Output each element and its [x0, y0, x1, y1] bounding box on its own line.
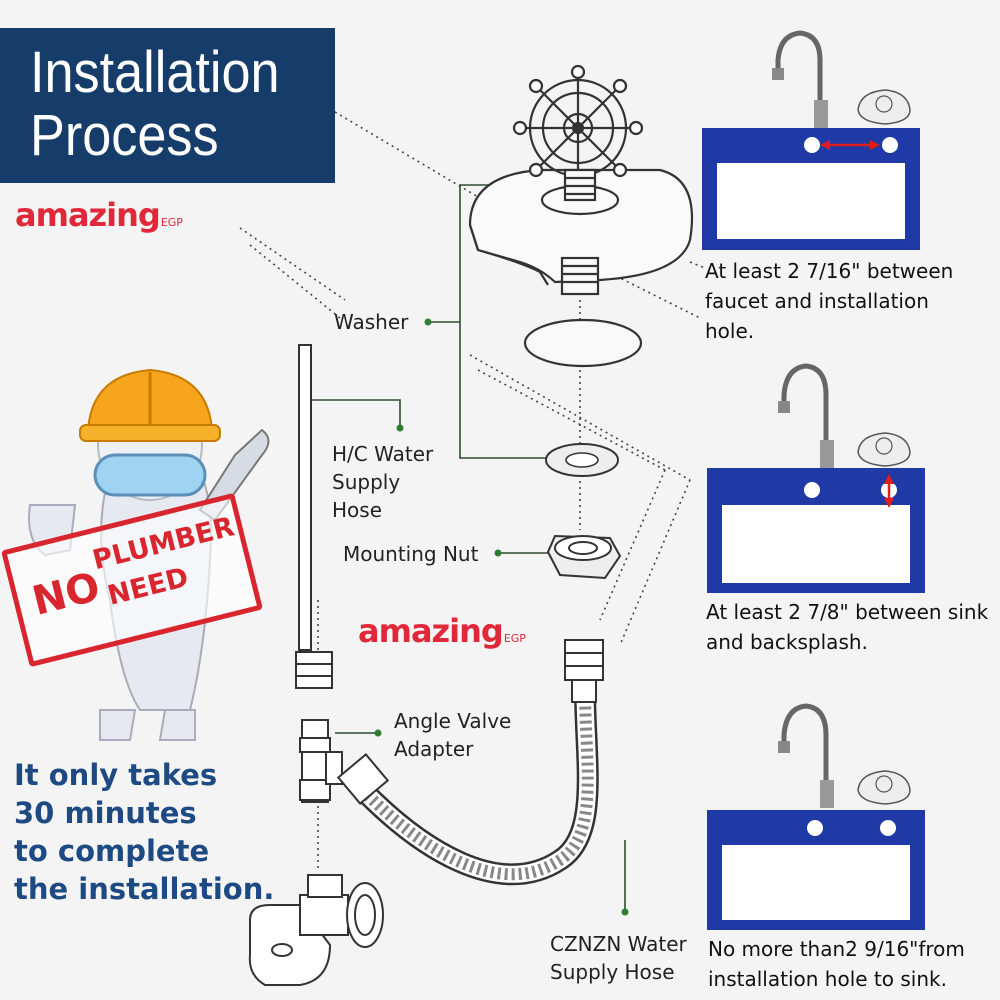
sink-illustration-1	[702, 30, 920, 250]
note-line: No more than2 9/16"from	[708, 937, 965, 961]
note-line: At least 2 7/16" between	[705, 259, 954, 283]
cznzn-leader-dot	[621, 908, 629, 916]
stamp-no: NO	[27, 563, 105, 625]
label-line: Supply	[332, 470, 401, 494]
note-backsplash-distance: At least 2 7/8" between sink and backspl…	[706, 597, 988, 657]
label-cznzn-hose: CZNZN Water Supply Hose	[550, 930, 687, 986]
brand-logo-middle: amazingEGP	[358, 612, 526, 650]
promo-line: the installation.	[14, 872, 275, 906]
nut-leader-dot	[494, 549, 502, 557]
label-line: CZNZN Water	[550, 932, 687, 956]
promo-line: 30 minutes	[14, 796, 197, 830]
note-sink-distance: No more than2 9/16"from installation hol…	[708, 934, 965, 994]
note-line: faucet and installation	[705, 289, 929, 313]
label-line: Adapter	[394, 737, 474, 761]
label-mounting-nut: Mounting Nut	[343, 542, 479, 566]
label-washer: Washer	[334, 310, 409, 334]
note-line: hole.	[705, 319, 755, 343]
cznzn-braided-hose	[350, 689, 599, 886]
rinser-head-drawing	[468, 64, 694, 296]
hc-supply-hose	[295, 344, 343, 803]
hose-fittings	[336, 639, 604, 806]
label-line: Supply Hose	[550, 960, 675, 984]
sink-illustration-2	[707, 363, 925, 593]
promo-line: to complete	[14, 834, 210, 868]
promo-line: It only takes	[14, 758, 218, 792]
note-line: installation hole to sink.	[708, 967, 947, 991]
angle-valve	[248, 874, 384, 986]
note-line: and backsplash.	[706, 630, 868, 654]
note-line: At least 2 7/8" between sink	[706, 600, 989, 624]
washer-ring	[523, 318, 643, 368]
title-line-2: Process	[30, 103, 219, 168]
brand-suffix: EGP	[160, 216, 183, 229]
hose-leader-dot	[396, 424, 404, 432]
brand-name: amazing	[15, 196, 161, 234]
brand-logo-top: amazingEGP	[15, 196, 183, 234]
valve-leader-dot	[374, 729, 382, 737]
title-banner: Installation Process	[0, 28, 335, 183]
note-faucet-distance: At least 2 7/16" between faucet and inst…	[705, 256, 953, 346]
title-line-1: Installation	[30, 40, 280, 105]
label-line: H/C Water	[332, 442, 434, 466]
promo-text: It only takes 30 minutes to complete the…	[14, 756, 274, 908]
sink-illustration-3	[707, 703, 925, 930]
brand-name: amazing	[358, 612, 504, 650]
label-hc-hose: H/C Water Supply Hose	[332, 440, 433, 524]
label-angle-valve: Angle Valve Adapter	[394, 707, 511, 763]
washer-leader-dot	[424, 318, 432, 326]
label-line: Angle Valve	[394, 709, 512, 733]
brand-suffix: EGP	[503, 632, 526, 645]
label-line: Hose	[332, 498, 382, 522]
metal-washer	[545, 443, 619, 477]
mounting-nut	[546, 534, 622, 580]
